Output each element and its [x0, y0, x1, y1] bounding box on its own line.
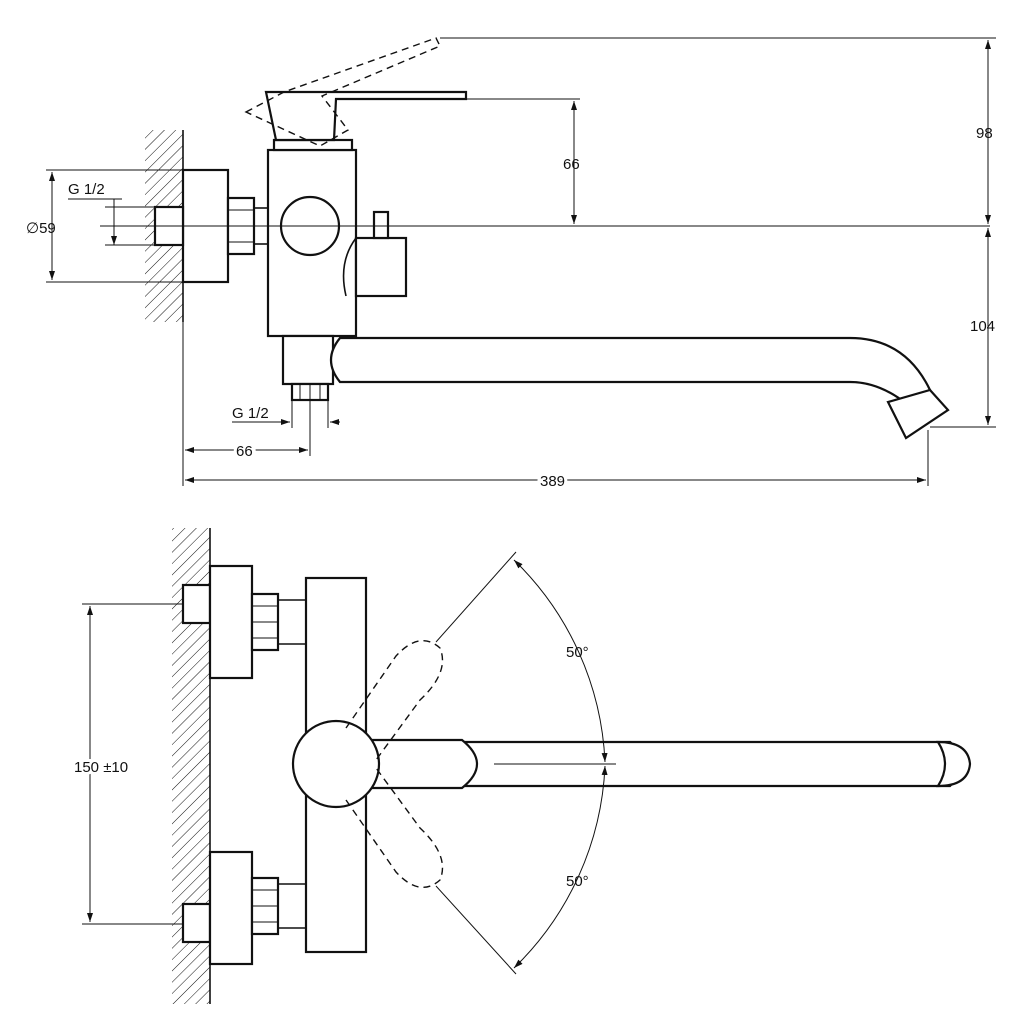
cartridge-cap [272, 138, 354, 152]
diverter-knob [372, 210, 390, 240]
handle-height-label: 66 [563, 156, 580, 173]
top-view: 50° 50° 150 ±10 [71, 528, 972, 1004]
thread-top-label: G 1/2 [68, 181, 105, 198]
handle-rotated-down [345, 767, 444, 889]
spout-aerator [886, 388, 950, 440]
thread-bottom-label: G 1/2 [232, 405, 269, 422]
cartridge-top [291, 719, 381, 809]
angle-upper-label: 50° [566, 644, 589, 661]
handle-rotated-up [345, 639, 444, 761]
lower-flange [208, 850, 254, 966]
lever-raised-outline [244, 37, 441, 147]
diverter-block [354, 236, 408, 298]
angle-lower-label: 50° [566, 873, 589, 890]
angle-arc-lower [513, 765, 608, 969]
spout-height-label: 104 [970, 318, 995, 335]
total-length-label: 389 [540, 473, 565, 490]
upper-flange [208, 564, 254, 680]
lower-inlet-pipe [181, 902, 212, 944]
angle-arc-upper [513, 559, 608, 763]
spout-end [935, 740, 972, 788]
lever-top-label: 98 [976, 125, 993, 142]
diameter-label: ∅59 [26, 220, 56, 237]
spout [329, 336, 932, 407]
side-view: ∅59 G 1/2 66 98 104 G 1/2 66 389 [26, 37, 996, 493]
bottom-outlet [281, 334, 335, 386]
outlet-offset-label: 66 [236, 443, 253, 460]
handle-top [370, 738, 478, 790]
upper-inlet-pipe [181, 583, 212, 625]
center-distance-label: 150 ±10 [74, 759, 128, 776]
